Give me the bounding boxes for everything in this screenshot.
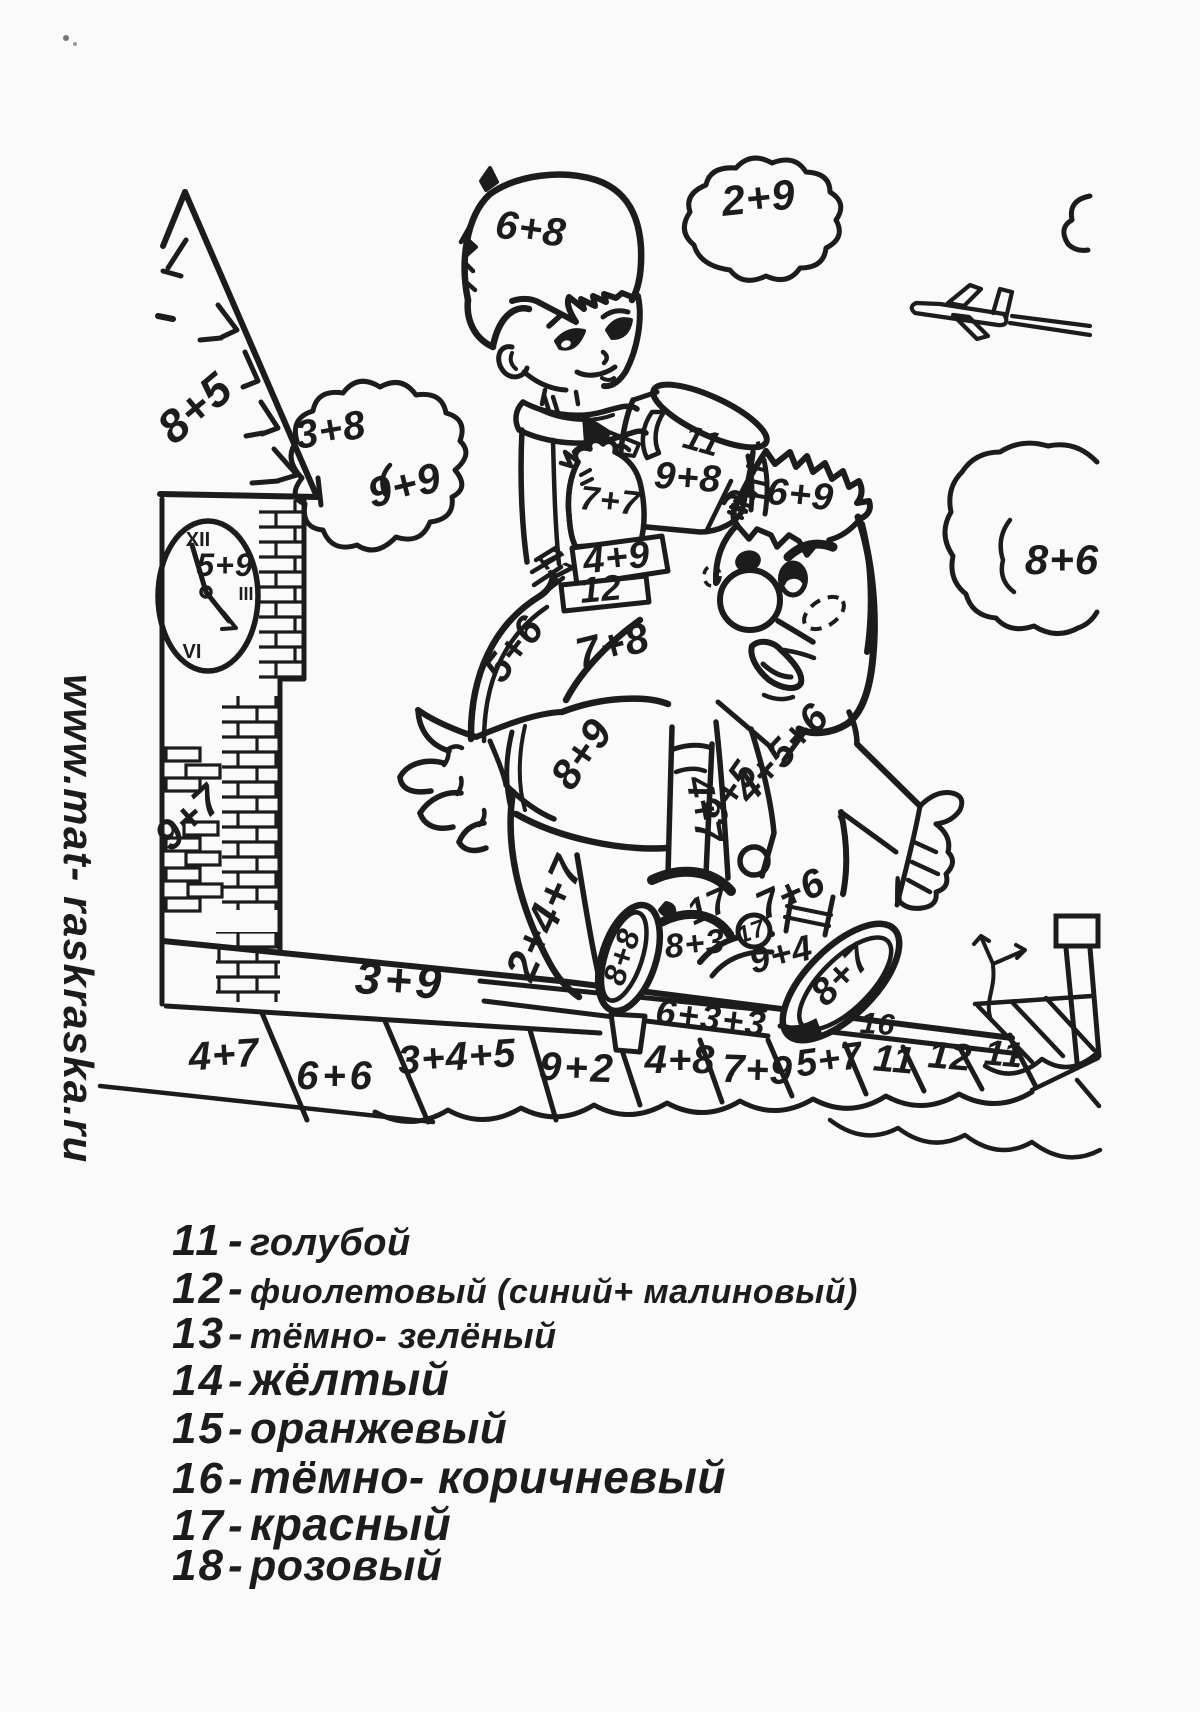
svg-text:оранжевый: оранжевый [250,1404,507,1453]
svg-text:16: 16 [859,1007,897,1042]
svg-text:5+9: 5+9 [196,547,253,583]
svg-text:12: 12 [172,1264,225,1313]
svg-text:7+9: 7+9 [721,1047,793,1093]
svg-text:-: - [228,1404,244,1453]
svg-text:www.mat- raskraska.ru: www.mat- raskraska.ru [55,674,102,1164]
svg-text:12: 12 [926,1034,974,1080]
svg-text:тёмно- зелёный: тёмно- зелёный [250,1315,557,1356]
svg-text:-: - [228,1309,244,1358]
svg-text:жёлтый: жёлтый [247,1353,449,1405]
svg-text:9+8: 9+8 [653,455,723,502]
svg-text:14: 14 [172,1356,225,1405]
svg-text:III: III [238,584,253,604]
svg-text:-: - [228,1541,244,1590]
svg-text:13: 13 [172,1309,225,1358]
svg-text:2+9: 2+9 [718,170,798,225]
svg-text:VI: VI [183,641,202,663]
svg-text:голубой: голубой [250,1222,411,1264]
svg-text:9+2: 9+2 [538,1045,616,1092]
svg-text:17: 17 [172,1501,225,1550]
svg-text:3+9: 3+9 [353,951,446,1009]
svg-text:11: 11 [983,1031,1026,1075]
svg-text:-: - [228,1454,244,1503]
svg-text:4+7: 4+7 [186,1031,261,1080]
svg-text:4+8: 4+8 [644,1038,716,1082]
svg-text:11: 11 [872,1037,917,1082]
svg-text:-: - [228,1501,244,1550]
svg-text:12: 12 [578,566,623,611]
svg-text:6+9: 6+9 [765,471,836,520]
svg-text:-: - [228,1264,244,1313]
svg-text:фиолетовый (синий+ малиновый): фиолетовый (синий+ малиновый) [250,1273,858,1311]
svg-text:-: - [228,1216,244,1265]
svg-text:розовый: розовый [249,1542,443,1590]
svg-text:6+8: 6+8 [493,202,569,255]
svg-text:8+3: 8+3 [663,922,727,966]
svg-text:16: 16 [172,1454,225,1503]
svg-text:тёмно- коричневый: тёмно- коричневый [250,1451,726,1503]
svg-text:-: - [228,1356,244,1405]
svg-text:3+4+5: 3+4+5 [396,1031,517,1083]
svg-text:7+7: 7+7 [578,479,643,523]
svg-text:8+6: 8+6 [1025,536,1099,583]
svg-text:6+6: 6+6 [296,1054,376,1098]
svg-text:18: 18 [172,1541,225,1590]
svg-text:красный: красный [250,1498,451,1550]
svg-text:15: 15 [172,1404,225,1453]
svg-text:11: 11 [172,1216,222,1265]
